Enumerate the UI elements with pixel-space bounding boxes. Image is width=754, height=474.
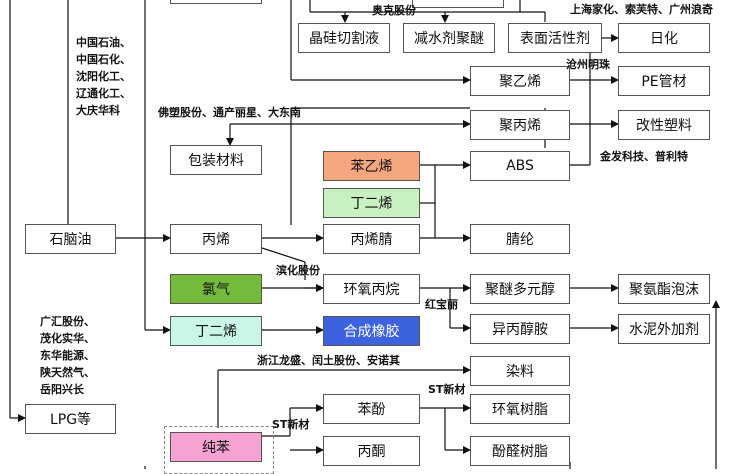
node-juyixi: 聚乙烯 xyxy=(470,66,570,96)
node-fenquan: 酚醛树脂 xyxy=(470,436,570,466)
node-jinggui: 晶硅切割液 xyxy=(298,23,390,53)
node-benfen: 苯酚 xyxy=(323,394,420,424)
label-st-1: ST新材 xyxy=(428,383,466,396)
node-huanyangshuzhi: 环氧树脂 xyxy=(470,394,570,424)
node-lpg: LPG等 xyxy=(25,404,116,434)
node-bingxi: 丙烯 xyxy=(170,224,262,254)
node-chunben: 纯苯 xyxy=(170,432,262,462)
node-dingerxi2: 丁二烯 xyxy=(170,316,262,346)
label-jinfa: 金发科技、普利特 xyxy=(600,150,688,163)
label-st-2: ST新材 xyxy=(272,418,310,431)
label-hongbaoli: 红宝丽 xyxy=(425,298,458,311)
node-hechengxiangjiao: 合成橡胶 xyxy=(323,316,420,346)
node-juanzhi: 聚氨酯泡沫 xyxy=(618,274,710,304)
top-cut-box xyxy=(170,0,262,4)
label-fosu: 佛塑股份、通产丽星、大东南 xyxy=(158,106,301,119)
node-ranliao: 染料 xyxy=(470,356,570,386)
node-shinaoyou: 石脑油 xyxy=(25,224,116,254)
label-binhua: 滨化股份 xyxy=(276,264,320,277)
node-jianshui: 减水剂聚醚 xyxy=(403,23,495,53)
node-shuini: 水泥外加剂 xyxy=(618,314,710,344)
node-pe: PE管材 xyxy=(618,66,710,96)
label-guanghui: 广汇股份、 茂化实华、 东华能源、 陕天然气、 岳阳兴长 xyxy=(40,315,95,396)
node-bingxijing: 丙烯腈 xyxy=(323,224,420,254)
node-luqi: 氯气 xyxy=(170,274,262,304)
label-zhongguo: 中国石油、 中国石化、 沈阳化工、 辽通化工、 大庆华科 xyxy=(76,36,131,117)
node-dingerxi1: 丁二烯 xyxy=(323,188,420,218)
node-yibingchun: 异丙醇胺 xyxy=(470,314,570,344)
node-huanyang: 环氧丙烷 xyxy=(323,274,420,304)
node-jubingxi: 聚丙烯 xyxy=(470,110,570,140)
node-bingtong: 丙酮 xyxy=(323,436,420,466)
node-abs: ABS xyxy=(470,151,570,181)
node-jumi: 聚醚多元醇 xyxy=(470,274,570,304)
node-baozhuang: 包装材料 xyxy=(170,145,262,175)
label-shanghai: 上海家化、索芙特、广州浪奇 xyxy=(570,3,713,16)
label-cangzhou: 沧州明珠 xyxy=(566,58,610,71)
top-cut-box-2 xyxy=(412,0,504,8)
node-gaixing: 改性塑料 xyxy=(618,110,710,140)
node-rihua: 日化 xyxy=(618,23,710,53)
node-benyixi: 苯乙烯 xyxy=(323,151,420,181)
label-aoke: 奥克股份 xyxy=(372,4,416,17)
node-biaomian: 表面活性剂 xyxy=(508,23,602,53)
label-zhejiang: 浙江龙盛、闰土股份、安诺其 xyxy=(257,354,400,367)
node-jinglun: 腈纶 xyxy=(470,224,570,254)
